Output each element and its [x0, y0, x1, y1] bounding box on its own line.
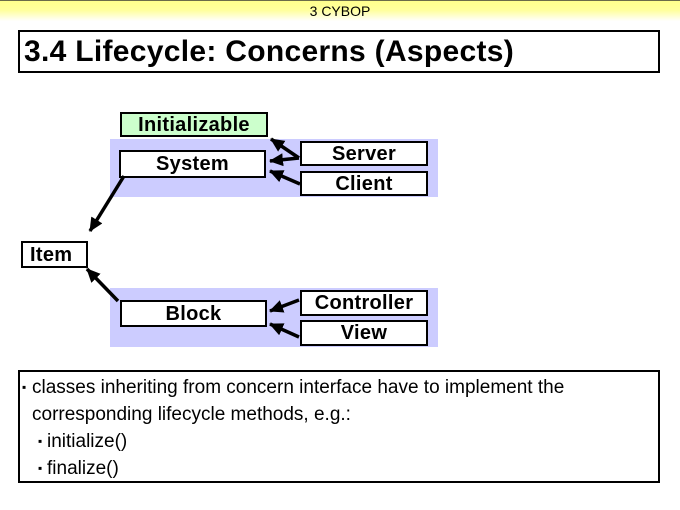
note-text: classes inheriting from concern interfac… [32, 377, 565, 425]
chapter-label: 3 CYBOP [309, 3, 371, 19]
node-server: Server [300, 141, 428, 166]
node-system: System [119, 150, 266, 178]
page-title: 3.4 Lifecycle: Concerns (Aspects) [24, 34, 515, 68]
node-initializable: Initializable [120, 112, 268, 137]
notes-box: ▪ classes inheriting from concern interf… [18, 370, 660, 483]
node-item: Item [21, 241, 88, 268]
bullet-icon: ▪ [38, 461, 43, 475]
node-label: Client [335, 172, 393, 195]
list-item: ▪ classes inheriting from concern interf… [22, 374, 652, 428]
node-label: View [340, 322, 388, 344]
node-label: Item [30, 243, 73, 266]
node-controller: Controller [300, 290, 428, 316]
node-label: Controller [314, 292, 414, 314]
node-label: Block [165, 302, 222, 325]
list-item: ▪ initialize() [38, 428, 652, 455]
node-label: System [156, 153, 229, 175]
node-view: View [300, 320, 428, 346]
node-label: Server [331, 142, 397, 165]
note-text: finalize() [47, 458, 119, 479]
node-label: Initializable [138, 113, 250, 136]
bullet-icon: ▪ [38, 434, 43, 448]
node-client: Client [300, 171, 428, 196]
title-box: 3.4 Lifecycle: Concerns (Aspects) [18, 30, 660, 73]
bullet-icon: ▪ [22, 380, 27, 394]
list-item: ▪ finalize() [38, 455, 652, 482]
slide-header-banner: 3 CYBOP [0, 0, 680, 22]
note-text: initialize() [47, 431, 128, 452]
node-block: Block [120, 300, 267, 327]
